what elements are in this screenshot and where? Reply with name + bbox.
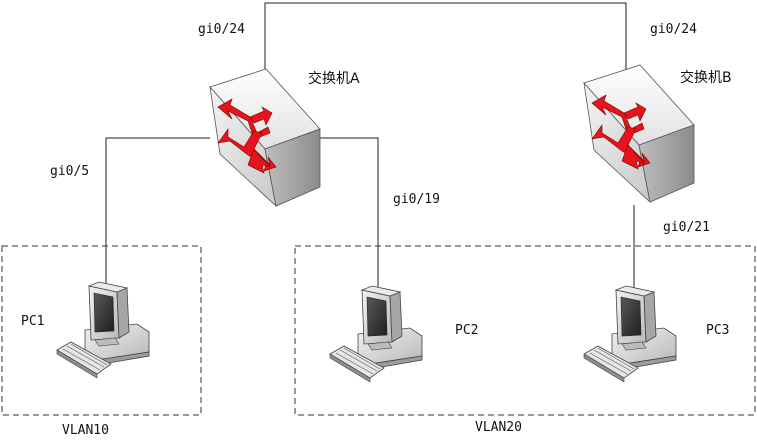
vlan10-label: VLAN10 (62, 423, 109, 438)
pc1-icon (56, 281, 150, 379)
pc2-label: PC2 (455, 323, 478, 338)
pc3-icon (583, 285, 677, 383)
switch-b-label: 交换机B (680, 69, 732, 86)
switch-a-label: 交换机A (308, 70, 360, 87)
port-label-a-pc2: gi0/19 (393, 192, 440, 207)
pc3-label: PC3 (706, 323, 729, 338)
pc2-icon (329, 285, 423, 383)
port-label-b-pc3: gi0/21 (663, 220, 710, 235)
switch-a-icon (209, 68, 321, 207)
vlan20-boundary (294, 245, 756, 416)
link-switch-a-to-pc1 (105, 137, 210, 286)
link-switch-a-to-pc2 (318, 137, 379, 290)
port-label-a-uplink: gi0/24 (198, 22, 245, 37)
port-label-b-uplink: gi0/24 (650, 22, 697, 37)
link-switch-a-to-switch-b (264, 2, 627, 72)
vlan20-label: VLAN20 (475, 420, 522, 435)
vlan10-boundary (1, 245, 202, 416)
pc1-label: PC1 (21, 314, 44, 329)
switch-b-icon (583, 64, 695, 203)
port-label-a-pc1: gi0/5 (50, 164, 89, 179)
